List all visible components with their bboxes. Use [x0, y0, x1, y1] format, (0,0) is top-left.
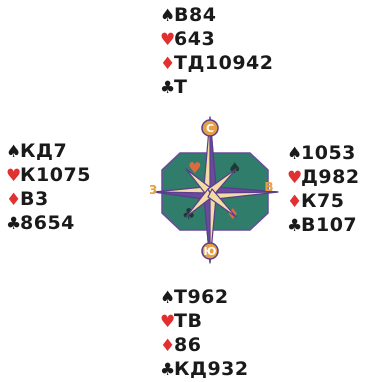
club-icon: ♣: [160, 360, 176, 380]
diamond-icon: ♦: [6, 190, 22, 210]
east-hand: ♠1053 ♥Д982 ♦К75 ♣В107: [287, 142, 360, 238]
south-diamonds: ♦86: [160, 334, 202, 356]
diamond-icon: ♦: [287, 192, 303, 212]
east-spades: ♠1053: [287, 142, 356, 164]
spade-icon: ♠: [160, 6, 176, 26]
east-clubs: ♣В107: [287, 214, 358, 236]
north-label: С: [206, 122, 214, 135]
diamond-icon: ♦: [160, 54, 176, 74]
club-icon: ♣: [160, 78, 176, 98]
west-hand: ♠КД7 ♥К1075 ♦В3 ♣8654: [6, 140, 91, 236]
compass-star: [153, 116, 279, 264]
west-diamonds: ♦В3: [6, 188, 49, 210]
compass-rose: ♥ ♠ ♣ ♦ С Ю З В: [150, 116, 279, 264]
north-clubs: ♣Т: [160, 76, 188, 98]
north-diamonds: ♦ТД10942: [160, 52, 274, 74]
north-hearts: ♥643: [160, 28, 216, 50]
heart-icon: ♥: [287, 168, 303, 188]
spade-icon: ♠: [6, 142, 22, 162]
south-hearts: ♥ТВ: [160, 310, 203, 332]
south-clubs: ♣КД932: [160, 358, 249, 380]
south-hand: ♠Т962 ♥ТВ ♦86 ♣КД932: [160, 286, 249, 382]
west-spades: ♠КД7: [6, 140, 68, 162]
north-spades: ♠В84: [160, 4, 217, 26]
south-label: Ю: [204, 245, 217, 258]
south-spades: ♠Т962: [160, 286, 229, 308]
heart-icon: ♥: [160, 312, 176, 332]
south-marker: [201, 242, 219, 260]
east-hearts: ♥Д982: [287, 166, 360, 188]
west-hearts: ♥К1075: [6, 164, 91, 186]
club-icon: ♣: [287, 216, 303, 236]
west-clubs: ♣8654: [6, 212, 75, 234]
north-hand: ♠В84 ♥643 ♦ТД10942 ♣Т: [160, 4, 273, 100]
east-diamonds: ♦К75: [287, 190, 345, 212]
compass-labels: С Ю З В: [150, 119, 274, 260]
heart-icon: ♥: [160, 30, 176, 50]
spade-icon: ♠: [287, 144, 303, 164]
north-marker: [201, 119, 219, 137]
club-icon: ♣: [6, 214, 22, 234]
west-label: З: [150, 183, 157, 197]
spade-icon: ♠: [160, 288, 176, 308]
diamond-icon: ♦: [160, 336, 176, 356]
heart-icon: ♥: [6, 166, 22, 186]
east-label: В: [264, 180, 273, 194]
